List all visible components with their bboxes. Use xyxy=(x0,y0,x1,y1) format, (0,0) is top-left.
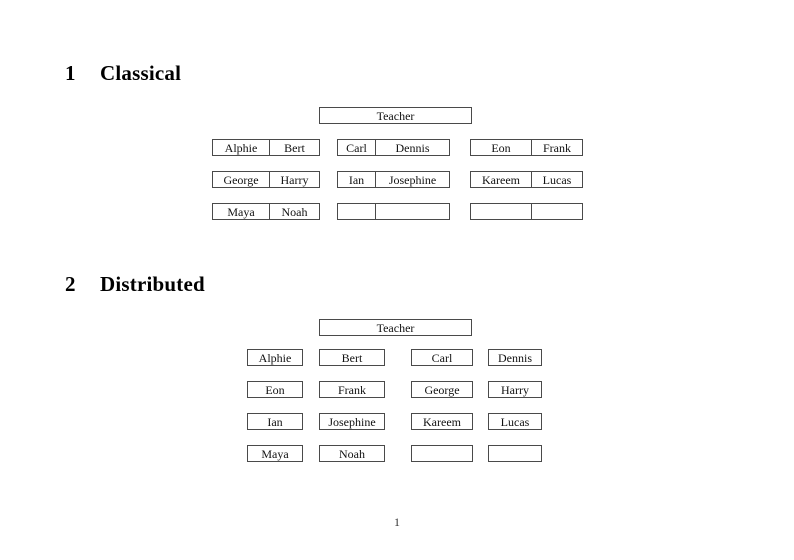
seat-cell: Frank xyxy=(532,140,582,155)
seat-cell: George xyxy=(213,172,270,187)
student-name: Eon xyxy=(491,140,511,155)
desk: Kareem Lucas xyxy=(470,171,583,188)
student-name: Lucas xyxy=(542,172,572,187)
seat-cell: Carl xyxy=(338,140,376,155)
student-name: Carl xyxy=(431,350,453,365)
seat-cell: Noah xyxy=(270,204,319,219)
student-box: Dennis xyxy=(488,349,542,366)
student-box: Bert xyxy=(319,349,385,366)
student-name: Harry xyxy=(501,382,529,397)
student-name: Alphie xyxy=(224,140,258,155)
student-name: Lucas xyxy=(500,414,530,429)
seat-cell: Maya xyxy=(213,204,270,219)
student-box: Harry xyxy=(488,381,542,398)
section-2-heading: 2 Distributed xyxy=(65,272,205,297)
student-box: Josephine xyxy=(319,413,385,430)
seat-cell: Bert xyxy=(270,140,319,155)
desk: Carl Dennis xyxy=(337,139,450,156)
seat-cell: Alphie xyxy=(213,140,270,155)
desk: Eon Frank xyxy=(470,139,583,156)
teacher-box: Teacher xyxy=(319,319,472,336)
seat-cell: Harry xyxy=(270,172,319,187)
student-name: George xyxy=(424,382,460,397)
desk: Maya Noah xyxy=(212,203,320,220)
desk: Ian Josephine xyxy=(337,171,450,188)
student-name: Ian xyxy=(348,172,365,187)
student-name: Kareem xyxy=(423,414,461,429)
teacher-label: Teacher xyxy=(376,320,415,335)
seat-cell: Eon xyxy=(471,140,532,155)
student-name: Noah xyxy=(281,204,308,219)
seat-cell-empty xyxy=(338,204,376,219)
student-box: Ian xyxy=(247,413,303,430)
seat-cell: Lucas xyxy=(532,172,582,187)
student-name: Maya xyxy=(227,204,255,219)
student-box-empty xyxy=(411,445,473,462)
student-name: George xyxy=(223,172,259,187)
seat-cell: Ian xyxy=(338,172,376,187)
student-box-empty xyxy=(488,445,542,462)
student-name: Maya xyxy=(261,446,289,461)
student-name: Bert xyxy=(284,140,305,155)
student-name: Josephine xyxy=(388,172,437,187)
student-name: Bert xyxy=(341,350,363,365)
student-name: Dennis xyxy=(498,350,532,365)
teacher-box: Teacher xyxy=(319,107,472,124)
student-box: George xyxy=(411,381,473,398)
student-name: Eon xyxy=(265,382,285,397)
section-2-number: 2 xyxy=(65,272,76,296)
student-box: Lucas xyxy=(488,413,542,430)
seat-cell-empty xyxy=(471,204,532,219)
section-2-title: Distributed xyxy=(100,272,205,296)
student-name: Josephine xyxy=(328,414,376,429)
student-name: Harry xyxy=(280,172,309,187)
student-name: Ian xyxy=(267,414,283,429)
student-box: Maya xyxy=(247,445,303,462)
seat-cell-empty xyxy=(376,204,449,219)
section-1-number: 1 xyxy=(65,61,76,85)
section-1-title: Classical xyxy=(100,61,182,85)
student-name: Alphie xyxy=(258,350,292,365)
seat-cell-empty xyxy=(532,204,582,219)
student-box: Eon xyxy=(247,381,303,398)
student-name: Frank xyxy=(543,140,571,155)
student-name: Carl xyxy=(346,140,367,155)
seat-cell: Kareem xyxy=(471,172,532,187)
student-box: Alphie xyxy=(247,349,303,366)
seat-cell: Dennis xyxy=(376,140,449,155)
student-box: Carl xyxy=(411,349,473,366)
section-1-heading: 1 Classical xyxy=(65,61,181,86)
page-number: 1 xyxy=(394,515,400,529)
desk: George Harry xyxy=(212,171,320,188)
student-box: Kareem xyxy=(411,413,473,430)
desk xyxy=(337,203,450,220)
student-box: Noah xyxy=(319,445,385,462)
student-name: Frank xyxy=(338,382,366,397)
teacher-label: Teacher xyxy=(376,108,415,123)
student-name: Kareem xyxy=(482,172,520,187)
student-box: Frank xyxy=(319,381,385,398)
desk xyxy=(470,203,583,220)
student-name: Noah xyxy=(339,446,365,461)
desk: Alphie Bert xyxy=(212,139,320,156)
student-name: Dennis xyxy=(395,140,430,155)
seat-cell: Josephine xyxy=(376,172,449,187)
